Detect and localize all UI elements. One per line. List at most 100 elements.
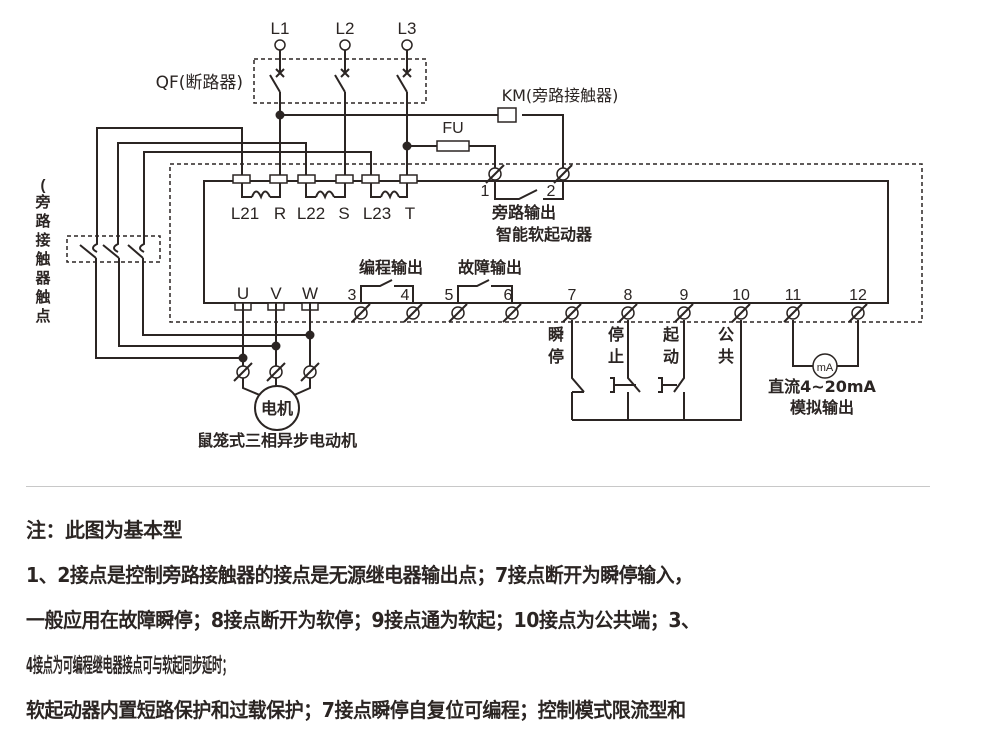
phase-label-l3: L3 bbox=[398, 19, 417, 38]
bypass-contact-icons bbox=[79, 238, 310, 359]
analog-output-label-1: 直流4~20mA bbox=[768, 377, 876, 396]
terminal-label-5: 5 bbox=[445, 287, 454, 304]
note-line: 软起动器内置短路保护和过载保护；7接点瞬停自复位可编程；控制模式限流型和 bbox=[26, 698, 686, 722]
terminal-label-8: 8 bbox=[624, 287, 633, 304]
phase-label-l2: L2 bbox=[336, 19, 355, 38]
phase-label-l1: L1 bbox=[271, 19, 290, 38]
note-line: 1、2接点是控制旁路接触器的接点是无源继电器输出点；7接点断开为瞬停输入， bbox=[26, 563, 693, 587]
screw-terminal-7-icon bbox=[562, 303, 582, 323]
motor-feed-wires bbox=[242, 303, 311, 372]
control-input-wiring bbox=[571, 320, 742, 421]
supply-terminal-l3-icon bbox=[401, 39, 413, 51]
control-input-labels: 瞬 停 停 止 起 动 公 共 bbox=[548, 325, 734, 366]
current-transformer-icons bbox=[241, 183, 408, 200]
label-start-1: 起 bbox=[662, 325, 680, 344]
screw-terminal-10-icon bbox=[731, 303, 751, 323]
supply-terminal-l1-icon bbox=[274, 39, 286, 51]
notes-section: 注：此图为基本型 1、2接点是控制旁路接触器的接点是无源继电器输出点；7接点断开… bbox=[26, 520, 986, 745]
soft-starter-name: 智能软起动器 bbox=[496, 225, 593, 244]
label-char: 旁 bbox=[34, 193, 50, 211]
screw-terminal-8-icon bbox=[618, 303, 638, 323]
fault-relay-icon bbox=[457, 279, 513, 303]
junction-dot bbox=[305, 330, 315, 340]
junction-dot bbox=[271, 341, 281, 351]
label-instant-stop-1: 瞬 bbox=[548, 325, 564, 344]
fuse-label: FU bbox=[442, 120, 463, 137]
terminal-label-3: 3 bbox=[348, 287, 357, 304]
analog-output-wire bbox=[792, 320, 859, 367]
label-stop-2: 止 bbox=[608, 347, 624, 366]
label-char: 器 bbox=[34, 270, 51, 287]
km-coil-wire bbox=[280, 114, 564, 174]
screw-terminal-4-icon bbox=[403, 303, 423, 323]
notes-title: 注：此图为基本型 bbox=[26, 518, 183, 542]
km-coil-icon bbox=[497, 107, 517, 123]
terminal-label-r: R bbox=[274, 204, 286, 223]
terminal-label-10: 10 bbox=[732, 287, 750, 304]
milliammeter-icon bbox=[812, 353, 838, 379]
breaker-switch-icon bbox=[269, 50, 412, 181]
label-char: 触 bbox=[35, 250, 50, 268]
screw-terminal-12-icon bbox=[848, 303, 868, 323]
fuse-icon bbox=[436, 140, 470, 152]
label-char: ( bbox=[41, 177, 46, 194]
terminal-label-9: 9 bbox=[680, 287, 689, 304]
note-line: 一般应用在故障瞬停；8接点断开为软停；9接点通为软起；10接点为公共端；3、 bbox=[26, 608, 700, 632]
programmable-output-label: 编程输出 bbox=[359, 258, 423, 277]
terminal-label-l22: L22 bbox=[297, 204, 325, 223]
screw-terminal-11-icon bbox=[783, 303, 803, 323]
screw-terminal-6-icon bbox=[502, 303, 522, 323]
analog-output-label-2: 模拟输出 bbox=[790, 398, 854, 417]
breaker-enclosure bbox=[253, 58, 427, 104]
screw-terminal-9-icon bbox=[674, 303, 694, 323]
terminal-label-4: 4 bbox=[401, 287, 410, 304]
terminal-label-v: V bbox=[270, 284, 282, 303]
label-start-2: 动 bbox=[663, 348, 679, 366]
top-terminal-labels: L21 R L22 S L23 T bbox=[231, 204, 415, 223]
milliammeter-label: mA bbox=[817, 362, 834, 374]
terminal-label-11: 11 bbox=[785, 287, 802, 304]
wiring-diagram: L1 L2 L3 QF(断路器) KM(旁路接触器) FU bbox=[34, 19, 923, 450]
terminal-label-t: T bbox=[405, 204, 415, 223]
soft-starter-body bbox=[203, 180, 889, 304]
bypass-contacts-label: ( 旁 路 接 触 器 触 点 ) bbox=[34, 177, 51, 325]
motor-label: 电机 bbox=[261, 399, 293, 418]
label-char: 触 bbox=[35, 288, 50, 306]
bypass-wire-l22 bbox=[117, 142, 307, 238]
label-instant-stop-2: 停 bbox=[548, 347, 564, 366]
screw-terminal-3-icon bbox=[351, 303, 371, 323]
terminal-label-u: U bbox=[237, 284, 249, 303]
terminal-label-s: S bbox=[338, 204, 349, 223]
label-stop-1: 停 bbox=[608, 325, 624, 344]
label-common-1: 公 bbox=[718, 326, 734, 344]
junction-dot bbox=[238, 353, 248, 363]
terminal-label-7: 7 bbox=[568, 287, 577, 304]
bypass-output-relay-icon bbox=[485, 164, 573, 200]
output-terminal-labels: U V W bbox=[237, 284, 318, 303]
bypass-contacts-enclosure bbox=[66, 235, 161, 263]
breaker-label: QF(断路器) bbox=[156, 73, 243, 93]
programmable-relay-icon bbox=[360, 279, 414, 303]
label-char: 点 bbox=[35, 308, 50, 325]
divider bbox=[26, 486, 930, 487]
terminal-label-12: 12 bbox=[849, 287, 867, 304]
label-char: 路 bbox=[35, 212, 51, 230]
motor-caption: 鼠笼式三相异步电动机 bbox=[197, 431, 357, 450]
terminal-label-w: W bbox=[302, 284, 318, 303]
control-screw-terminals bbox=[351, 303, 868, 323]
note-line: 4接点为可编程继电器接点可与软起同步延时； bbox=[26, 653, 232, 677]
control-terminal-labels: 3 4 5 6 7 8 9 10 11 12 bbox=[348, 287, 867, 304]
terminal-label-l21: L21 bbox=[231, 204, 259, 223]
motor-icon bbox=[254, 385, 300, 431]
terminal-label-1: 1 bbox=[481, 183, 490, 200]
km-label: KM(旁路接触器) bbox=[502, 86, 619, 105]
terminal-label-2: 2 bbox=[547, 183, 556, 200]
supply-terminal-l2-icon bbox=[339, 39, 351, 51]
fault-output-label: 故障输出 bbox=[458, 258, 522, 277]
bypass-output-label: 旁路输出 bbox=[491, 203, 556, 222]
label-common-2: 共 bbox=[718, 348, 734, 366]
bypass-wire-l23 bbox=[143, 151, 372, 238]
label-char: 接 bbox=[35, 231, 50, 249]
screw-terminal-5-icon bbox=[448, 303, 468, 323]
terminal-label-6: 6 bbox=[504, 287, 513, 304]
